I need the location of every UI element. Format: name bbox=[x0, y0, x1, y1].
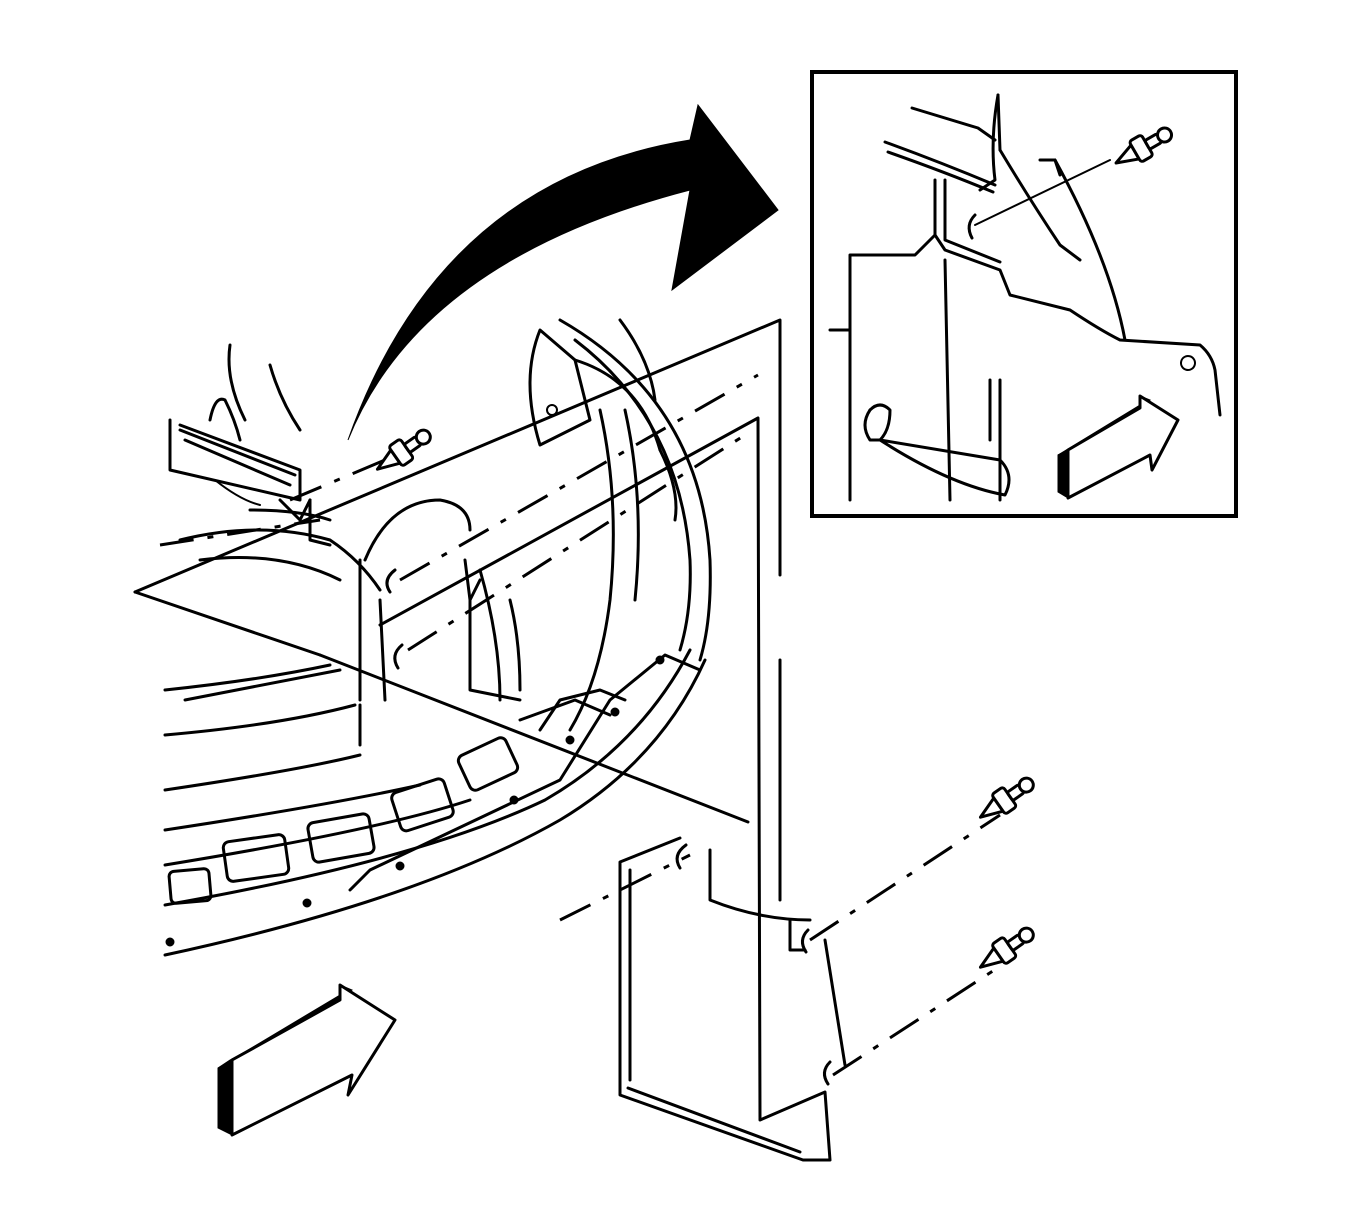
air-deflector-panel bbox=[133, 318, 847, 1162]
alignment-lines bbox=[159, 373, 1003, 1077]
push-pin-retainer bbox=[375, 428, 1035, 969]
detail-inset bbox=[810, 70, 1238, 518]
detail-callout-arrow bbox=[347, 103, 779, 441]
view-direction-arrow bbox=[217, 983, 397, 1137]
